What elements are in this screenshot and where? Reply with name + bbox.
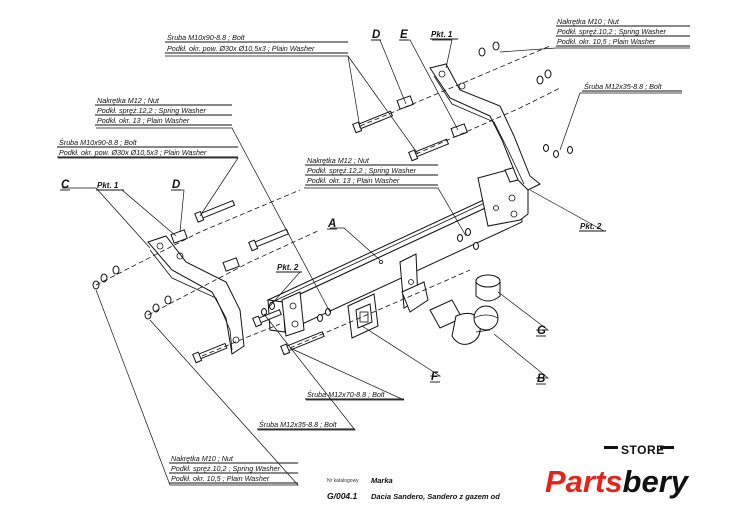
letter-b: B [537,373,545,385]
letter-c: C [61,179,70,191]
letter-d-left: D [172,179,180,191]
label-bolt-top-left: Śruba M10x90-8.8 ; Bolt Podkł. okr. pow.… [167,33,315,53]
pkt2-right-label: Pkt. 2 [580,222,602,231]
label-line: Nakrętka M12 ; Nut [307,156,370,165]
letter-g: G [537,325,546,337]
pkt1-left-label: Pkt. 1 [97,181,119,190]
label-line: Śruba M12x70-8.8 ; Bolt [307,390,386,399]
label-line: Podkł. okr. 13 ; Plain Washer [97,116,190,125]
label-line: Podkł. spręż.12,2 ; Spring Washer [307,166,417,175]
catalog-marka-label: Marka [371,476,393,485]
label-line: Śruba M10x90-8.8 ; Bolt [59,138,138,147]
pkt1-top-label: Pkt. 1 [431,30,453,39]
label-line: Podkł. okr. pow. Ø30x Ø10,5x3 ; Plain Wa… [167,44,315,53]
letter-d-top: D [372,29,380,41]
label-line: Podkł. spręż.10,2 ; Spring Washer [557,27,667,36]
label-line: Śruba M12x35-8.8 ; Bolt [584,82,663,91]
catalog-info: Nr katalogowy Marka G/004.1 Dacia Sander… [327,476,500,501]
label-line: Podkł. okr. 10,5 ; Plain Washer [557,37,656,46]
parts-drawing [92,41,573,364]
label-underlines [57,25,690,484]
label-bolt-m12x35-bottom: Śruba M12x35-8.8 ; Bolt [259,420,338,429]
bolts [192,110,450,364]
assembly-axes [95,45,561,357]
right-side-arm [429,63,541,191]
label-nut-left-m12: Nakrętka M12 ; Nut Podkł. spręż.12,2 ; S… [97,96,207,125]
label-line: Śruba M12x35-8.8 ; Bolt [259,420,338,429]
label-line: Podkł. okr. 10,5 ; Plain Washer [171,474,270,483]
label-line: Podkł. spręż.10,2 ; Spring Washer [171,464,281,473]
logo-name: Partsbery [545,464,690,499]
label-line: Nakrętka M10 ; Nut [171,454,234,463]
label-bolt-m12x70: Śruba M12x70-8.8 ; Bolt [307,390,386,399]
letter-a: A [327,218,336,230]
ball-cap-part-g [475,274,501,302]
label-bolt-left: Śruba M10x90-8.8 ; Bolt Podkł. okr. pow.… [59,138,207,157]
pkt-labels: Pkt. 1 Pkt. 1 Pkt. 2 Pkt. 2 [96,30,606,273]
label-line: Podkł. okr. 13 ; Plain Washer [307,176,400,185]
part-letters: C D D E A F G B [60,29,546,385]
label-nut-top-right: Nakrętka M10 ; Nut Podkł. spręż.10,2 ; S… [557,17,667,46]
partsbery-store-logo: STORE Partsbery [545,443,690,499]
catalog-nr-label: Nr katalogowy [327,478,359,484]
label-line: Podkł. okr. pow. Ø30x Ø10,5x3 ; Plain Wa… [59,148,207,157]
logo-store-text: STORE [621,443,665,457]
label-bolt-right: Śruba M12x35-8.8 ; Bolt [584,82,663,91]
label-line: Śruba M10x90-8.8 ; Bolt [167,33,246,42]
catalog-code: G/004.1 [327,491,358,501]
pkt2-center-label: Pkt. 2 [277,263,299,272]
catalog-description: Dacia Sandero, Sandero z gazem od [371,492,500,501]
tow-ball-part-b [429,299,499,345]
label-nut-bottom-left: Nakrętka M10 ; Nut Podkł. spręż.10,2 ; S… [171,454,281,483]
spacer-tubes [170,95,468,272]
label-line: Nakrętka M10 ; Nut [557,17,620,26]
label-line: Podkł. spręż.12,2 ; Spring Washer [97,106,207,115]
letter-e: E [400,29,408,41]
logo-name-part2: bery [623,464,690,499]
label-nut-center-m12: Nakrętka M12 ; Nut Podkł. spręż.12,2 ; S… [307,156,417,185]
left-side-arm [147,235,245,355]
logo-name-part1: Parts [545,464,623,499]
letter-f: F [431,371,439,383]
label-line: Nakrętka M12 ; Nut [97,96,160,105]
